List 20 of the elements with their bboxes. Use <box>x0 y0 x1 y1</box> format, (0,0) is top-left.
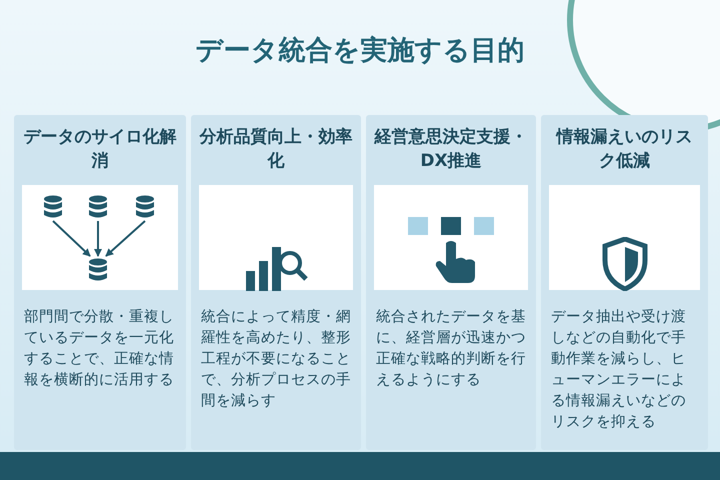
card-heading: 経営意思決定支援・DX推進 <box>374 126 528 173</box>
title: データ統合を実施する目的 <box>194 34 526 68</box>
card-heading: 分析品質向上・効率化 <box>199 126 353 173</box>
card-heading: 情報漏えいのリスク低減 <box>554 126 694 173</box>
card-description: 統合によって精度・網羅性を高めたり、整形工程が不要になることで、分析プロセスの手間を減らす <box>201 308 352 411</box>
arrow <box>105 220 146 257</box>
database-icon <box>43 195 63 219</box>
arrow <box>52 220 91 257</box>
card <box>541 115 708 450</box>
card <box>366 115 536 450</box>
card <box>14 115 186 450</box>
card-description: データ抽出や受け渡しなどの自動化で手動作業を減らし、ヒューマンエラーによる情報漏えいなどのリスクを抑える <box>551 308 687 432</box>
card-description: 部門間で分散・重複しているデータを一元化することで、正確な情報を横断的に活用する <box>24 308 175 390</box>
card-heading: データのサイロ化解消 <box>22 126 178 173</box>
card <box>191 115 361 450</box>
arrow <box>94 221 102 257</box>
card-description: 統合されたデータを基に、経営層が迅速かつ正確な戦略的判断を行えるようにする <box>376 308 527 390</box>
database-icon <box>135 195 155 219</box>
database-icon <box>88 195 108 219</box>
database-icon <box>88 258 108 282</box>
